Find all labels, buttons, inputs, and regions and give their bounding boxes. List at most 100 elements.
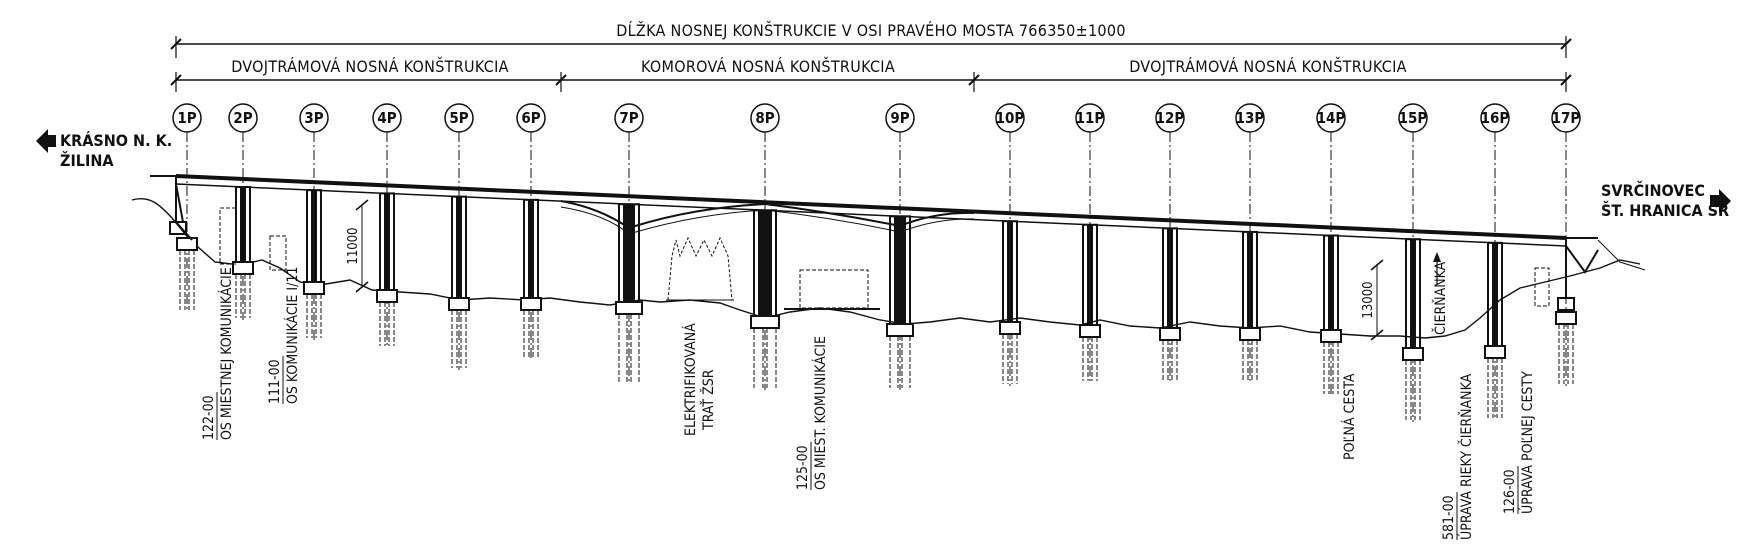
pier-9 — [886, 215, 914, 388]
pier-11 — [1079, 223, 1101, 381]
pier-bubble-3: 3P — [299, 103, 329, 133]
pier-piles — [306, 294, 322, 338]
pier-footing — [750, 315, 780, 329]
pier-5 — [448, 195, 470, 368]
right-end-line1: SVRČINOVEC — [1601, 181, 1705, 200]
segment-label-right: DVOJTRÁMOVÁ NOSNÁ KONŠTRUKCIA — [1129, 57, 1407, 76]
road-3p-outline — [269, 235, 287, 271]
pier-16 — [1484, 241, 1506, 418]
station-label: 125-00 — [795, 445, 811, 490]
pier-17 — [1555, 311, 1577, 384]
pier-piles — [179, 250, 195, 310]
pier-bubble-14: 14P — [1316, 103, 1346, 133]
pier-footing — [1079, 324, 1101, 338]
pier-bubble-8: 8P — [750, 103, 780, 133]
pier-14 — [1320, 234, 1342, 394]
field-road-outline — [1534, 267, 1550, 307]
total-length-dimension: DĹŽKA NOSNEJ KONŠTRUKCIE V OSI PRAVÉHO M… — [170, 21, 1572, 58]
pier-footing — [1320, 329, 1342, 343]
pier-bubble-16: 16P — [1480, 103, 1510, 133]
pier-footing — [1239, 327, 1261, 341]
pier-bubble-1: 1P — [172, 103, 202, 133]
crossing-581-00: 581-00 ÚPRAVA RIEKY ČIERŇANKA — [1441, 373, 1475, 540]
pier-bubble-11: 11P — [1075, 103, 1105, 133]
crossing-label: OS MIESTNEJ KOMUNIKÁCIE — [218, 267, 235, 440]
pier-bubble-17: 17P — [1551, 103, 1581, 133]
pier-footing — [303, 281, 325, 295]
pier-4 — [376, 192, 398, 346]
pier-3 — [303, 189, 325, 338]
crossing-label-line1: ELEKTRIFIKOVANÁ — [682, 323, 699, 436]
crossing-label: ÚPRAVA RIEKY ČIERŇANKA — [1457, 373, 1475, 540]
pier-footing — [232, 261, 254, 275]
total-length-label: DĹŽKA NOSNEJ KONŠTRUKCIE V OSI PRAVÉHO M… — [616, 21, 1126, 40]
pier-bubble-15: 15P — [1398, 103, 1428, 133]
segment-label-left: DVOJTRÁMOVÁ NOSNÁ KONŠTRUKCIA — [231, 57, 509, 76]
left-end-line2: ŽILINA — [60, 151, 114, 170]
pier-label: 11P — [1076, 109, 1105, 127]
pier-label: 14P — [1317, 109, 1346, 127]
pier-piles — [1082, 337, 1098, 381]
pier-footing — [448, 297, 470, 311]
right-end-direction: SVRČINOVEC ŠT. HRANICA SR — [1601, 181, 1731, 220]
arrow-right-icon — [1710, 189, 1731, 213]
pier-bubble-12: 12P — [1155, 103, 1185, 133]
station-label: 126-00 — [1502, 469, 1518, 514]
pier-label: 1P — [177, 109, 196, 127]
height-label-right: 13000 — [1361, 281, 1376, 318]
right-abutment — [1557, 238, 1646, 311]
pier-footing — [1555, 311, 1577, 325]
piers — [176, 185, 1577, 420]
left-end-direction: KRÁSNO N. K. ŽILINA — [36, 129, 172, 170]
pier-piles — [235, 274, 251, 318]
pier-footing — [1159, 327, 1181, 341]
pier-bubble-9: 9P — [885, 103, 915, 133]
pier-piles — [618, 314, 640, 382]
pier-13 — [1239, 230, 1261, 380]
crossing-label: POĽNÁ CESTA — [1341, 373, 1358, 460]
pier-footing — [376, 289, 398, 303]
crossing-railway: ELEKTRIFIKOVANÁ TRAŤ ŽSR — [682, 323, 717, 436]
height-dimension-left: 11000 — [346, 199, 369, 293]
pier-label: 16P — [1481, 109, 1510, 127]
bridge-deck — [150, 174, 1598, 247]
left-abutment — [169, 176, 193, 241]
pier-bubbles: 1P 2P 3P 4P 5P 6P 7P 8P 9P 10P 11P 12P 1… — [172, 103, 1581, 133]
pier-12 — [1159, 227, 1181, 382]
pier-bubble-2: 2P — [228, 103, 258, 133]
crossing-label: OS MIEST. KOMUNIKÁCIE — [812, 336, 829, 490]
crossing-125-00: 125-00 OS MIEST. KOMUNIKÁCIE — [795, 336, 829, 490]
pier-15 — [1402, 238, 1424, 420]
pier-footing — [886, 323, 914, 337]
station-label: 581-00 — [1441, 495, 1457, 540]
pier-footing — [999, 321, 1021, 335]
pier-footing — [615, 301, 643, 315]
crossing-label: OS KOMUNIKÁCIE I/11 — [284, 267, 301, 404]
pier-bubble-10: 10P — [995, 103, 1025, 133]
height-label-left: 11000 — [346, 227, 361, 264]
crossing-label: ÚPRAVA POĽNEJ CESTY — [1518, 371, 1536, 514]
pier-bubble-13: 13P — [1235, 103, 1265, 133]
pier-10 — [999, 220, 1021, 384]
river-label: ČIERŇANKA — [1431, 261, 1449, 335]
pier-piles — [451, 310, 467, 368]
pier-footing — [1402, 347, 1424, 361]
pier-piles — [1558, 324, 1574, 384]
arrow-up-icon — [1433, 252, 1441, 262]
road-2p-outline — [219, 207, 237, 265]
pier-label: 7P — [619, 109, 638, 127]
pier-7 — [615, 203, 643, 382]
river-name: ČIERŇANKA — [1431, 261, 1449, 335]
pier-footing — [176, 237, 198, 251]
pier-1 — [176, 237, 198, 310]
pier-label: 9P — [890, 109, 909, 127]
pier-label: 3P — [304, 109, 323, 127]
pier-label: 15P — [1399, 109, 1428, 127]
pier-piles — [1487, 358, 1503, 418]
crossing-126-00: 126-00 ÚPRAVA POĽNEJ CESTY — [1502, 371, 1536, 514]
pier-label: 13P — [1236, 109, 1265, 127]
road-crossing-outline — [784, 269, 880, 310]
pier-2 — [232, 185, 254, 318]
pier-piles — [379, 302, 395, 346]
